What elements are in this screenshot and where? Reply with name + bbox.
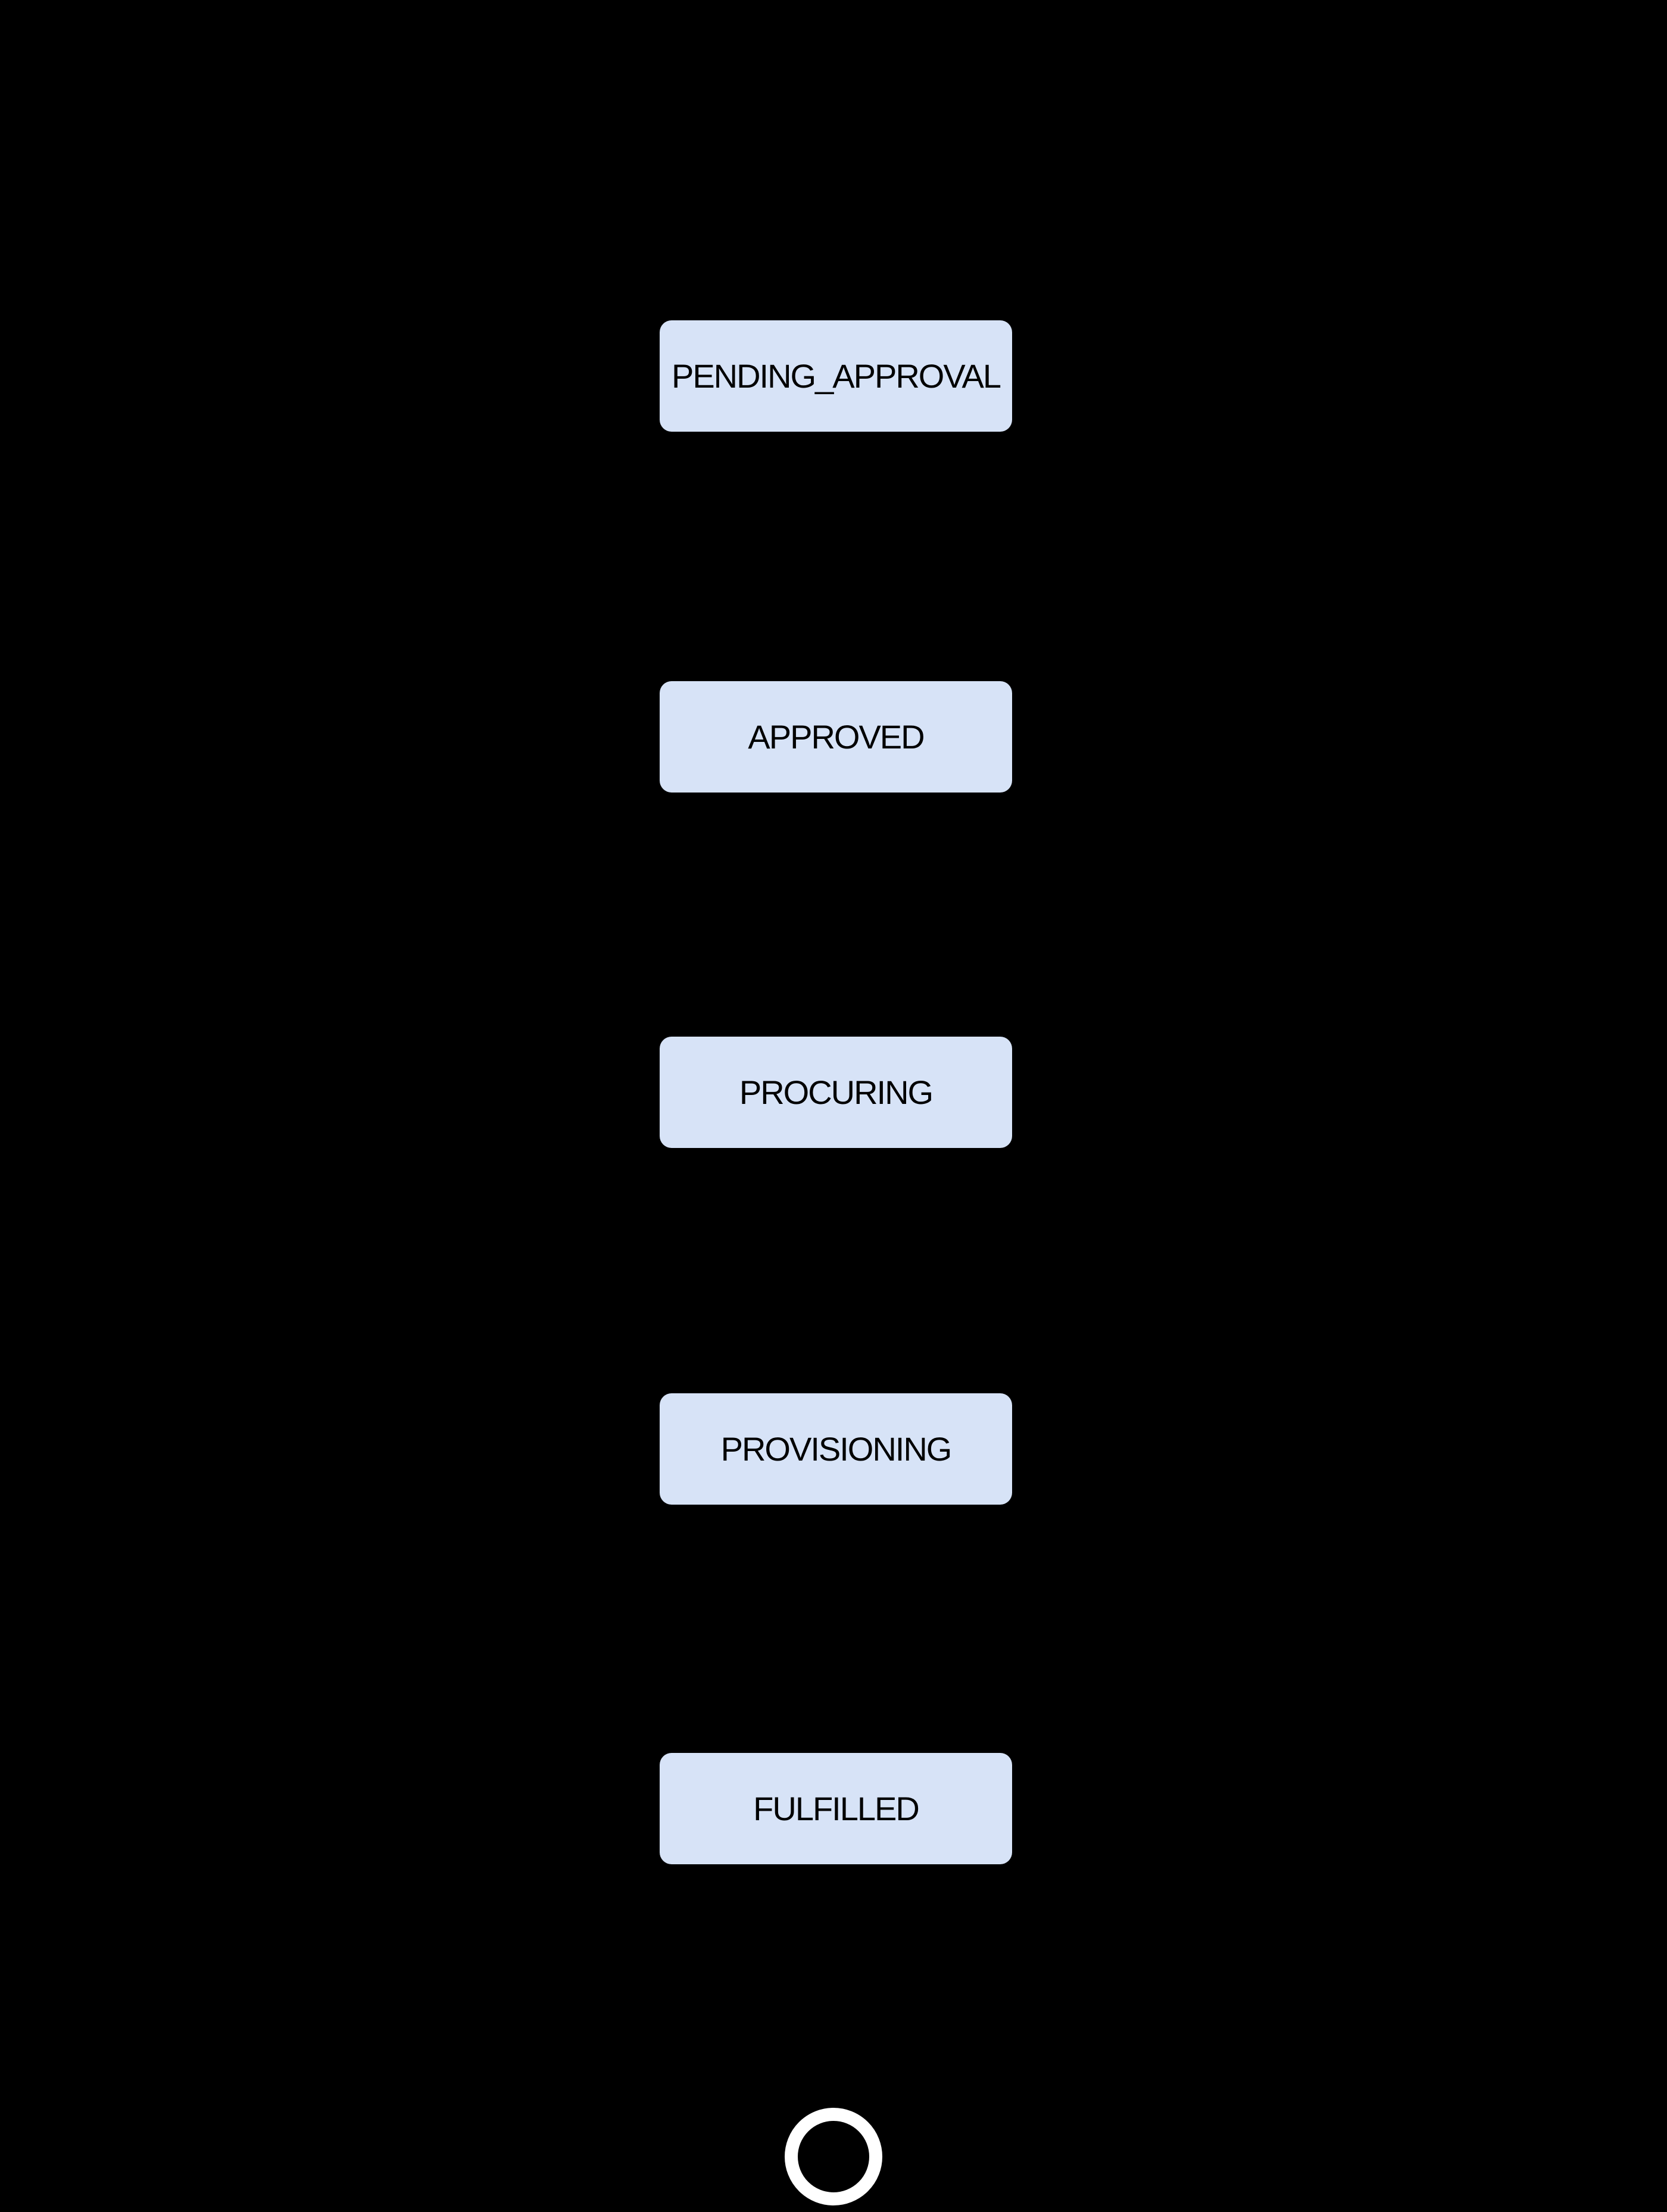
state-node-provisioning: PROVISIONING [660, 1393, 1012, 1505]
state-label: PROVISIONING [720, 1430, 953, 1468]
state-node-pending-approval: PENDING_APPROVAL [660, 320, 1012, 432]
state-node-procuring: PROCURING [660, 1037, 1012, 1148]
state-node-fulfilled: FULFILLED [660, 1753, 1012, 1864]
state-node-approved: APPROVED [660, 681, 1012, 793]
state-label: FULFILLED [753, 1790, 920, 1827]
state-label: PENDING_APPROVAL [671, 357, 1001, 395]
state-label: PROCURING [739, 1074, 934, 1111]
state-label: APPROVED [748, 718, 925, 756]
final-state-icon [785, 2108, 882, 2205]
